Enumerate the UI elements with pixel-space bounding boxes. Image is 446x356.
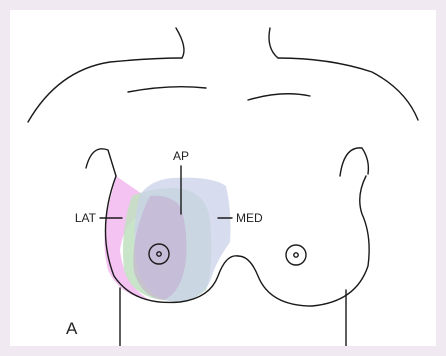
panel-letter: A (66, 319, 78, 338)
zone-group (104, 176, 230, 302)
clavicle-right-line (248, 94, 310, 100)
neck-right-line (269, 28, 278, 58)
neck-left-line (176, 28, 184, 58)
med-label: MED (236, 211, 263, 225)
diagram-canvas: AP LAT MED A (10, 10, 436, 346)
right-nipple (286, 245, 306, 265)
clavicle-left-line (128, 87, 206, 92)
armpit-left-line (86, 149, 116, 176)
breast-diagram: AP LAT MED A (10, 10, 436, 346)
shoulder-right-line (278, 58, 418, 120)
ap-label: AP (173, 149, 189, 163)
shoulder-left-line (28, 58, 182, 122)
right-breast-outline (238, 176, 369, 306)
armpit-right-line (340, 148, 368, 176)
lat-label: LAT (75, 211, 97, 225)
